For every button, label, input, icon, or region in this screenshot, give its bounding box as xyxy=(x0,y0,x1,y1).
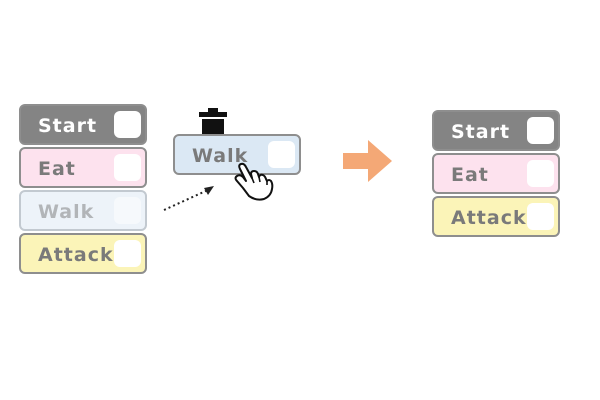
walk-block-placeholder-checkbox xyxy=(114,197,141,224)
trash-icon[interactable] xyxy=(198,108,228,135)
left-block-stack: Start Eat Walk Attack xyxy=(19,104,147,276)
dragged-walk-block-label: Walk xyxy=(192,145,249,167)
attack-block-label: Attack xyxy=(451,207,527,229)
start-block-checkbox[interactable] xyxy=(114,111,141,138)
dotted-arrow-icon xyxy=(163,186,214,211)
walk-block-placeholder-label: Walk xyxy=(38,201,95,223)
eat-block-label: Eat xyxy=(38,158,76,180)
eat-block-checkbox[interactable] xyxy=(114,154,141,181)
start-block-checkbox[interactable] xyxy=(527,117,554,144)
eat-block[interactable]: Eat xyxy=(432,153,560,194)
right-arrow-icon xyxy=(343,140,392,182)
walk-block-placeholder: Walk xyxy=(19,190,147,231)
attack-block[interactable]: Attack xyxy=(19,233,147,274)
eat-block[interactable]: Eat xyxy=(19,147,147,188)
start-block-label: Start xyxy=(451,121,511,143)
start-block[interactable]: Start xyxy=(19,104,147,145)
attack-block[interactable]: Attack xyxy=(432,196,560,237)
attack-block-checkbox[interactable] xyxy=(114,240,141,267)
right-block-stack: Start Eat Attack xyxy=(432,110,560,239)
dragged-walk-block-checkbox[interactable] xyxy=(268,141,295,168)
attack-block-checkbox[interactable] xyxy=(527,203,554,230)
eat-block-label: Eat xyxy=(451,164,489,186)
start-block[interactable]: Start xyxy=(432,110,560,151)
hand-pointer-icon xyxy=(234,162,274,201)
attack-block-label: Attack xyxy=(38,244,114,266)
dragged-walk-block[interactable]: Walk xyxy=(173,134,301,175)
start-block-label: Start xyxy=(38,115,98,137)
eat-block-checkbox[interactable] xyxy=(527,160,554,187)
